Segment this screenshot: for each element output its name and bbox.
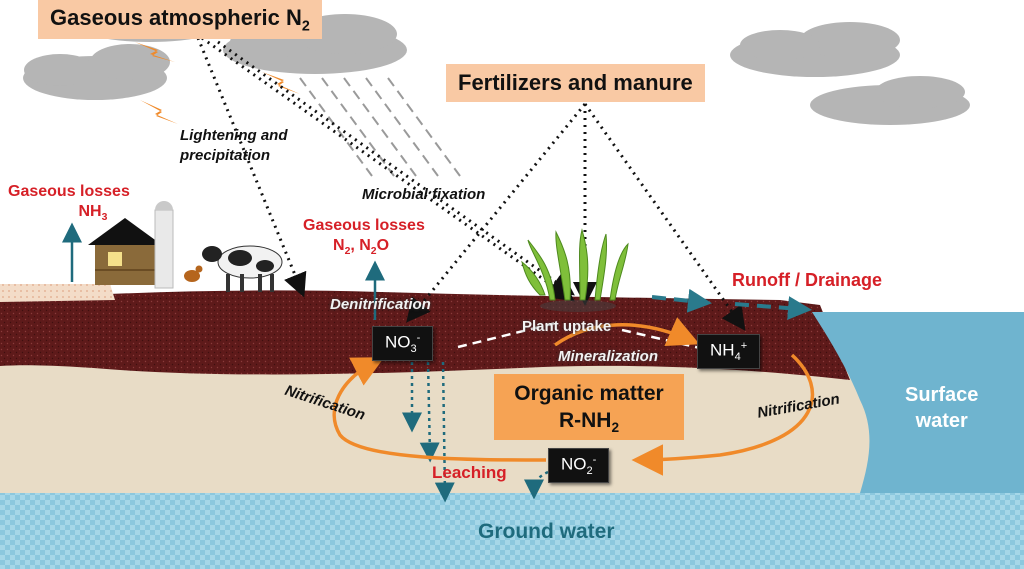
no2-text: NO	[561, 454, 587, 474]
ground-water-layer	[0, 493, 1024, 569]
nitrogen-input-arrows	[196, 36, 746, 331]
surface-water-label: Surface water	[905, 382, 978, 434]
no2-sub: 2	[586, 465, 593, 478]
fertilizer-text: Fertilizers and manure	[458, 70, 693, 95]
mineralization-text: Mineralization	[558, 348, 659, 365]
organic-matter-line-1: Organic matter	[514, 382, 664, 405]
runoff-drainage-label: Runoff / Drainage	[732, 270, 882, 291]
plant-uptake-label: Plant uptake	[522, 318, 611, 335]
n2-text: N	[333, 237, 345, 254]
leaching-text: Leaching	[432, 463, 507, 482]
surface-line-2: water	[915, 410, 968, 432]
rnh2-text: R-NH	[558, 409, 612, 432]
barn-icon	[88, 218, 162, 285]
chicken-icon	[184, 265, 203, 282]
rnh2-sub: 2	[611, 420, 620, 436]
lightning-icon	[140, 100, 178, 124]
surface-water-body	[812, 312, 1024, 493]
n2-sub: 2	[344, 246, 351, 258]
nh3-text: NH	[78, 203, 102, 220]
lightening-line-1: Lightening and	[180, 127, 288, 144]
leaching-label: Leaching	[432, 463, 507, 483]
nh3-sub: 3	[101, 212, 108, 224]
runoff-text: Runoff / Drainage	[732, 270, 883, 290]
denitrification-label: Denitrification	[330, 296, 431, 313]
lightening-line-2: precipitation	[180, 147, 271, 164]
lightning-icon	[135, 42, 175, 62]
rain-lines	[299, 77, 461, 177]
gas-loss-mid-line-1: Gaseous losses	[303, 217, 425, 234]
nh4-box: NH4+	[697, 334, 761, 370]
gaseous-loss-n2-label: Gaseous losses N2, N2O	[303, 216, 425, 262]
no2-sup: -	[592, 454, 597, 466]
gaseous-loss-nh3-label: Gaseous losses NH3	[8, 182, 130, 228]
cow-icon	[202, 245, 283, 292]
runoff-arrows	[651, 288, 812, 321]
denitrification-text: Denitrification	[330, 296, 431, 313]
n2o-text: , N	[350, 237, 371, 254]
atm-sub: 2	[301, 18, 310, 35]
no3-sub: 3	[410, 343, 417, 356]
no3-box: NO3-	[372, 326, 434, 362]
fertilizer-label: Fertilizers and manure	[446, 64, 705, 102]
plant-icon	[521, 228, 629, 301]
no3-text: NO	[385, 332, 411, 352]
surface-line-1: Surface	[905, 384, 979, 406]
no3-sup: -	[416, 332, 421, 344]
atmospheric-n2-label: Gaseous atmospheric N2	[38, 0, 322, 40]
ground-water-label: Ground water	[478, 520, 615, 544]
cloud-icon	[23, 44, 170, 100]
n2o-sub: 2	[370, 246, 377, 258]
leaching-arrows	[402, 361, 549, 503]
sand-patch	[0, 284, 115, 302]
lightning-icon	[262, 72, 300, 94]
microbial-text: Microbial fixation	[362, 186, 486, 203]
cloud-icon	[810, 76, 970, 125]
organic-matter-box: Organic matter R-NH2	[494, 374, 684, 440]
nh4-sup: +	[740, 340, 748, 352]
plant-uptake-text: Plant uptake	[522, 318, 612, 335]
mineralization-label: Mineralization	[558, 348, 658, 365]
atm-text: Gaseous atmospheric N	[50, 5, 302, 30]
nh4-sub: 4	[734, 351, 741, 364]
lightening-label: Lightening and precipitation	[180, 126, 287, 166]
microbial-fixation-label: Microbial fixation	[362, 186, 485, 203]
nitrogen-cycle-arrows	[332, 317, 815, 476]
silo-icon	[154, 201, 174, 289]
nh4-text: NH	[710, 340, 735, 360]
ground-water-text: Ground water	[478, 520, 615, 543]
gas-loss-left-line-1: Gaseous losses	[8, 183, 130, 200]
no2-box: NO2-	[548, 448, 610, 484]
n2o-o-text: O	[376, 237, 390, 254]
cloud-icon	[730, 22, 900, 77]
